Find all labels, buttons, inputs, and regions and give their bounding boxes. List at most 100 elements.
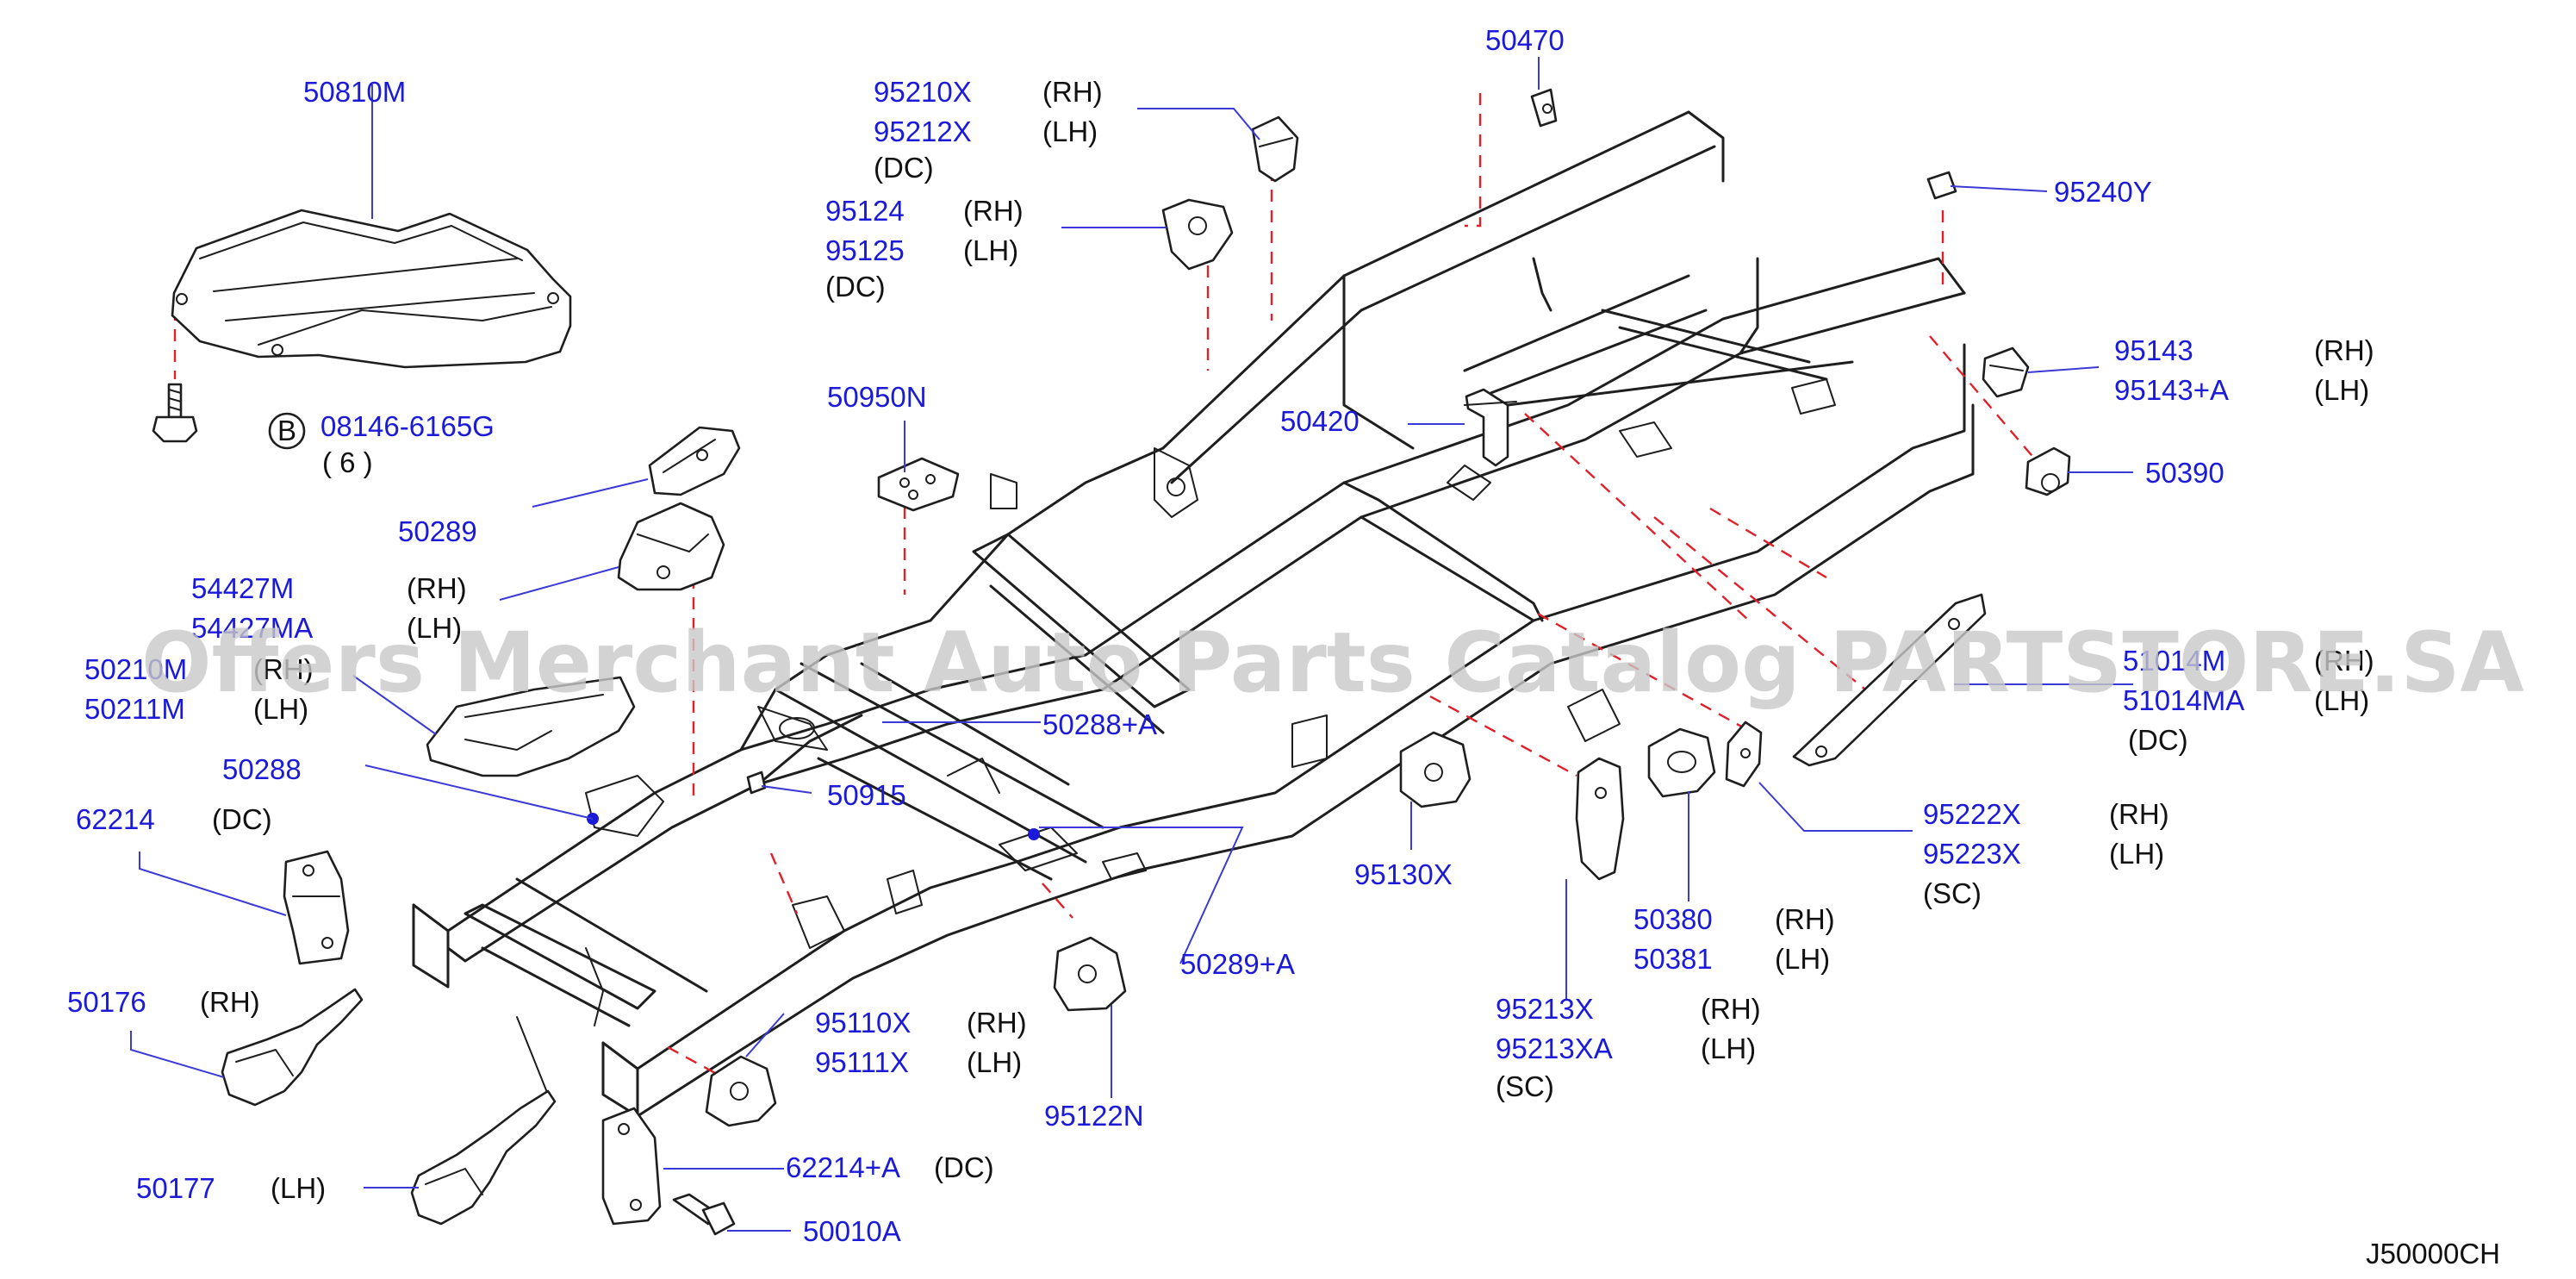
bolt-50010a xyxy=(672,1193,736,1236)
label-51014m[interactable]: 51014M xyxy=(2123,645,2225,677)
bolt-50470 xyxy=(1530,88,1558,128)
label-95124-dc: (DC) xyxy=(825,271,886,303)
label-51014m-dc: (DC) xyxy=(2128,724,2188,756)
diagram-code: J50000CH xyxy=(2366,1238,2500,1270)
label-50177[interactable]: 50177 xyxy=(136,1172,215,1204)
marker-50289a-dot xyxy=(1028,828,1040,840)
bracket-62214a xyxy=(601,1107,662,1226)
label-50380[interactable]: 50380 xyxy=(1633,903,1713,935)
skid-plate-50810m xyxy=(171,209,572,369)
label-50810m[interactable]: 50810M xyxy=(303,76,406,108)
label-95110x[interactable]: 95110X xyxy=(815,1007,911,1039)
label-50176[interactable]: 50176 xyxy=(67,986,146,1018)
label-95222x[interactable]: 95222X xyxy=(1923,798,2021,830)
bracket-50390 xyxy=(2025,446,2071,496)
label-95223x-lh: (LH) xyxy=(2109,838,2164,870)
label-95212x-lh: (LH) xyxy=(1042,115,1098,147)
bracket-95222x xyxy=(1725,721,1763,788)
label-95110x-rh: (RH) xyxy=(967,1007,1027,1039)
label-95212x[interactable]: 95212X xyxy=(874,115,972,147)
label-54427ma[interactable]: 54427MA xyxy=(191,612,313,644)
mount-50380 xyxy=(1647,727,1716,798)
bracket-95210x xyxy=(1251,115,1299,183)
mount-95122n xyxy=(1053,936,1127,1012)
label-95213xa[interactable]: 95213XA xyxy=(1496,1033,1613,1064)
label-95222x-rh: (RH) xyxy=(2109,798,2169,830)
label-50210m[interactable]: 50210M xyxy=(84,653,187,685)
bracket-54427m xyxy=(617,502,725,591)
bracket-51014m xyxy=(1792,593,1987,767)
label-95210x-rh: (RH) xyxy=(1042,76,1103,108)
label-95124-rh: (RH) xyxy=(963,195,1024,227)
label-95213x-rh: (RH) xyxy=(1701,993,1761,1025)
label-51014ma[interactable]: 51014MA xyxy=(2123,684,2244,716)
label-62214-dc: (DC) xyxy=(212,803,272,835)
label-qty-6: ( 6 ) xyxy=(322,446,373,478)
label-08146-6165g[interactable]: 08146-6165G xyxy=(320,410,495,442)
label-95143a[interactable]: 95143+A xyxy=(2114,374,2229,406)
label-95143-rh: (RH) xyxy=(2314,334,2374,366)
label-50289a[interactable]: 50289+A xyxy=(1180,948,1295,980)
label-95125[interactable]: 95125 xyxy=(825,234,905,266)
label-95143[interactable]: 95143 xyxy=(2114,334,2193,366)
label-50390[interactable]: 50390 xyxy=(2145,457,2224,489)
label-95111x-lh: (LH) xyxy=(967,1046,1022,1078)
bracket-95124 xyxy=(1161,198,1234,271)
label-50470[interactable]: 50470 xyxy=(1485,24,1565,56)
label-50288[interactable]: 50288 xyxy=(222,753,302,785)
label-54427m[interactable]: 54427M xyxy=(191,572,294,604)
label-95111x[interactable]: 95111X xyxy=(815,1046,909,1078)
mount-50176 xyxy=(221,988,364,1107)
bracket-50289 xyxy=(648,426,741,496)
clip-95240y xyxy=(1926,171,1957,200)
bolt-50420 xyxy=(1464,388,1517,467)
label-50915[interactable]: 50915 xyxy=(827,779,906,811)
label-50210m-rh: (RH) xyxy=(253,653,314,685)
mount-50177 xyxy=(410,1089,557,1226)
label-50176-rh: (RH) xyxy=(200,986,260,1018)
label-95124[interactable]: 95124 xyxy=(825,195,905,227)
label-50380-rh: (RH) xyxy=(1775,903,1835,935)
bracket-95143 xyxy=(1982,346,2030,398)
label-51014ma-lh: (LH) xyxy=(2314,684,2369,716)
bracket-62214 xyxy=(283,850,350,965)
assembly-dashed-lines xyxy=(173,93,2047,1075)
label-95210x[interactable]: 95210X xyxy=(874,76,972,108)
label-95122n[interactable]: 95122N xyxy=(1044,1100,1144,1132)
callout-b-letter: B xyxy=(277,415,296,446)
label-95240y[interactable]: 95240Y xyxy=(2054,176,2152,208)
labels: 50810M 08146-6165G ( 6 ) 50289 54427M (R… xyxy=(67,24,2500,1270)
label-50288a[interactable]: 50288+A xyxy=(1042,708,1157,740)
label-50420[interactable]: 50420 xyxy=(1280,405,1360,437)
label-51014m-rh: (RH) xyxy=(2314,645,2374,677)
clip-50915 xyxy=(746,771,767,795)
label-50211m[interactable]: 50211M xyxy=(84,693,185,725)
label-62214a[interactable]: 62214+A xyxy=(786,1151,900,1183)
label-95130x[interactable]: 95130X xyxy=(1354,858,1453,890)
label-54427ma-lh: (LH) xyxy=(407,612,462,644)
bracket-95213x xyxy=(1575,757,1625,881)
bolt-b-08146 xyxy=(152,383,198,443)
label-62214[interactable]: 62214 xyxy=(76,803,155,835)
mount-95110x xyxy=(705,1055,777,1127)
label-95125-lh: (LH) xyxy=(963,234,1018,266)
label-95143a-lh: (LH) xyxy=(2314,374,2369,406)
label-95222x-sc: (SC) xyxy=(1923,877,1982,909)
callout-b-circle xyxy=(268,412,306,450)
bracket-50210m xyxy=(426,676,636,777)
watermark-text: Offers Merchant Auto Parts Catalog PARTS… xyxy=(141,615,2524,711)
label-95223x[interactable]: 95223X xyxy=(1923,838,2021,870)
plate-50950n xyxy=(877,457,960,512)
label-50381[interactable]: 50381 xyxy=(1633,943,1713,975)
leader-lines xyxy=(130,57,2133,1232)
label-50177-lh: (LH) xyxy=(271,1172,326,1204)
label-95213x-sc: (SC) xyxy=(1496,1070,1554,1102)
label-50381-lh: (LH) xyxy=(1775,943,1830,975)
label-95213xa-lh: (LH) xyxy=(1701,1033,1756,1064)
label-95213x[interactable]: 95213X xyxy=(1496,993,1594,1025)
label-50289[interactable]: 50289 xyxy=(398,515,477,547)
label-50010a[interactable]: 50010A xyxy=(803,1215,901,1247)
label-50950n[interactable]: 50950N xyxy=(827,381,927,413)
mount-95130x xyxy=(1399,731,1472,808)
